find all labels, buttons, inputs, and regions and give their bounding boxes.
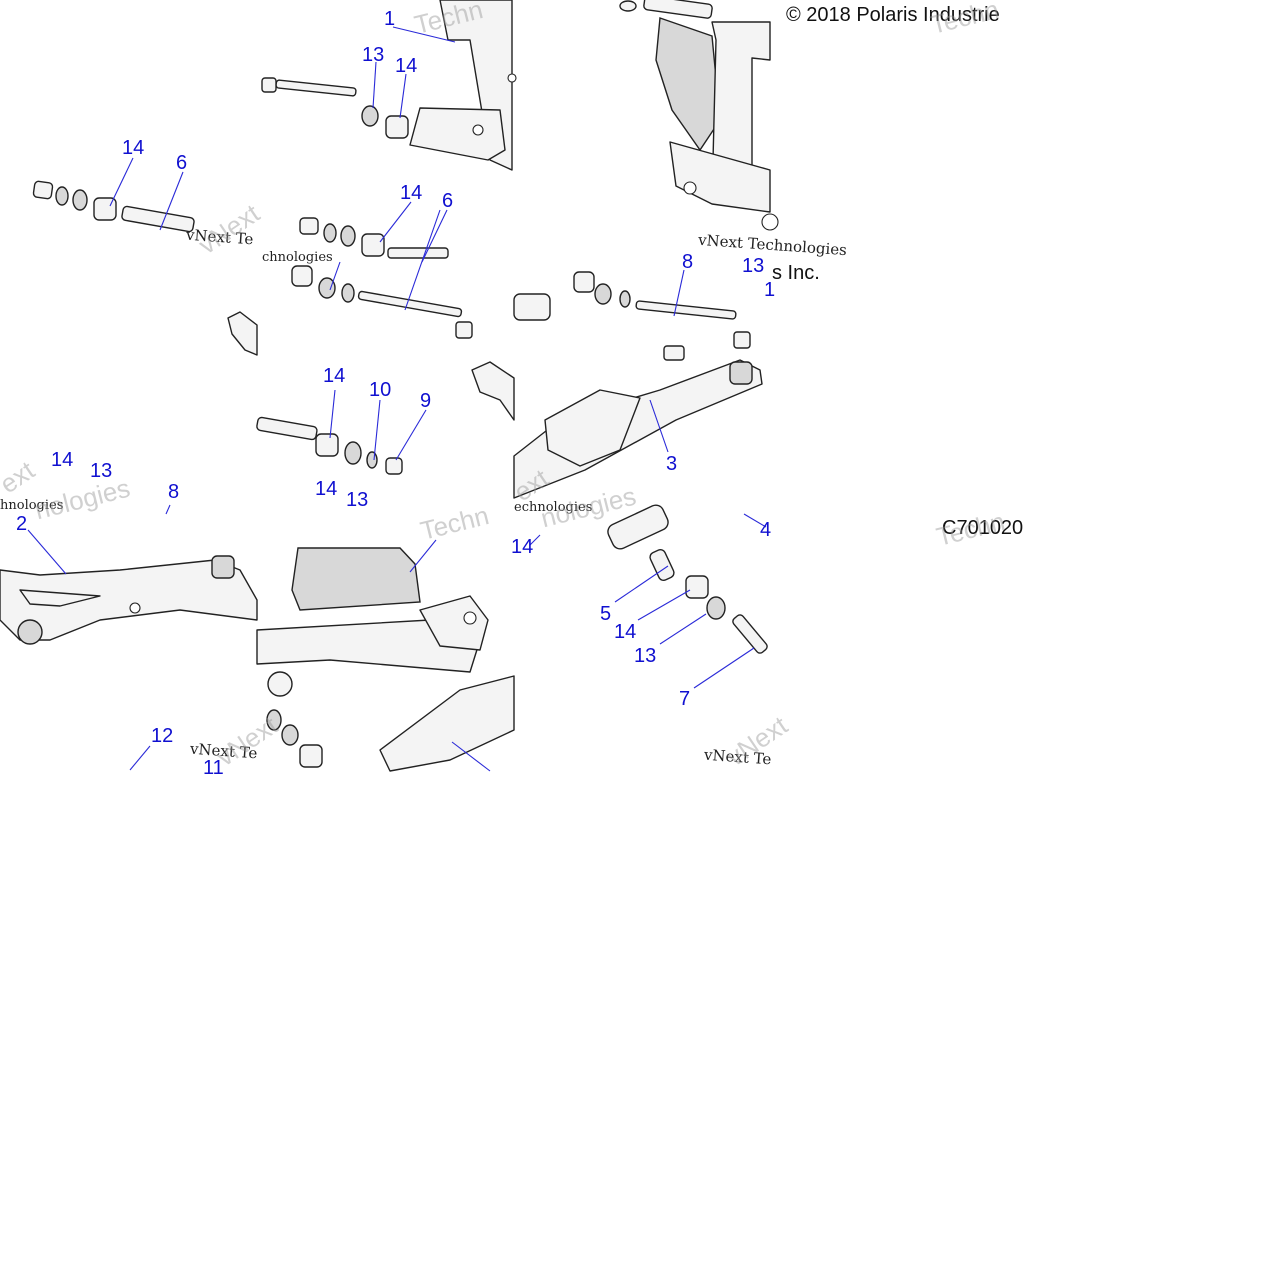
tile-7 [0, 504, 258, 771]
callout-8: 8 [168, 481, 179, 503]
callout-14: 14 [395, 55, 417, 77]
lower-a-arm [0, 555, 258, 645]
bushing-stack-mid [299, 217, 449, 259]
callout-1: 1 [384, 8, 395, 30]
callout-6: 6 [442, 190, 453, 212]
callout-4: 4 [760, 519, 771, 541]
tile-8 [256, 539, 515, 772]
callout-7: 7 [679, 688, 690, 710]
callout-1: 1 [764, 279, 775, 301]
callout-10: 10 [369, 379, 391, 401]
bolt-long-top [261, 77, 409, 139]
callout-13: 13 [362, 44, 384, 66]
tile-5 [256, 209, 515, 475]
callout-12: 12 [151, 725, 173, 747]
callout-5: 5 [600, 603, 611, 625]
callout-14: 14 [315, 478, 337, 500]
bushing-stack-left [32, 180, 195, 233]
callout-8: 8 [682, 251, 693, 273]
callouts: 1 13 14 14 6 14 6 8 13 1 14 10 9 3 14 13… [16, 8, 775, 779]
callout-9: 9 [420, 390, 431, 412]
tile-1 [32, 157, 195, 233]
callout-14: 14 [51, 449, 73, 471]
copyright-notice: © 2018 Polaris Industrie [786, 4, 1000, 26]
tile-4 [227, 311, 258, 356]
callout-13: 13 [90, 460, 112, 482]
callout-6: 6 [176, 152, 187, 174]
callout-13: 13 [742, 255, 764, 277]
tile-9 [529, 504, 768, 689]
callout-13: 13 [634, 645, 656, 667]
copyright-fragment: s Inc. [772, 262, 820, 284]
bolt-long-mid [357, 290, 473, 339]
callout-11: 11 [203, 757, 224, 779]
skid-plate [256, 547, 515, 772]
tile-3 [619, 0, 779, 231]
callout-14: 14 [511, 536, 533, 558]
callout-14: 14 [400, 182, 422, 204]
callout-3: 3 [666, 453, 677, 475]
bolt-long-right [635, 300, 751, 349]
callout-14: 14 [323, 365, 345, 387]
upper-a-arm [513, 345, 763, 499]
callout-14: 14 [122, 137, 144, 159]
tile-2 [261, 0, 517, 263]
bushing-stack-lower [256, 416, 403, 475]
callout-13: 13 [346, 489, 368, 511]
callout-2: 2 [16, 513, 27, 535]
shock-tower-frame [655, 17, 779, 231]
tile-6 [513, 269, 763, 499]
drawing-number: C701020 [942, 517, 1024, 539]
frame-bracket-top [409, 0, 517, 171]
callout-14: 14 [614, 621, 636, 643]
